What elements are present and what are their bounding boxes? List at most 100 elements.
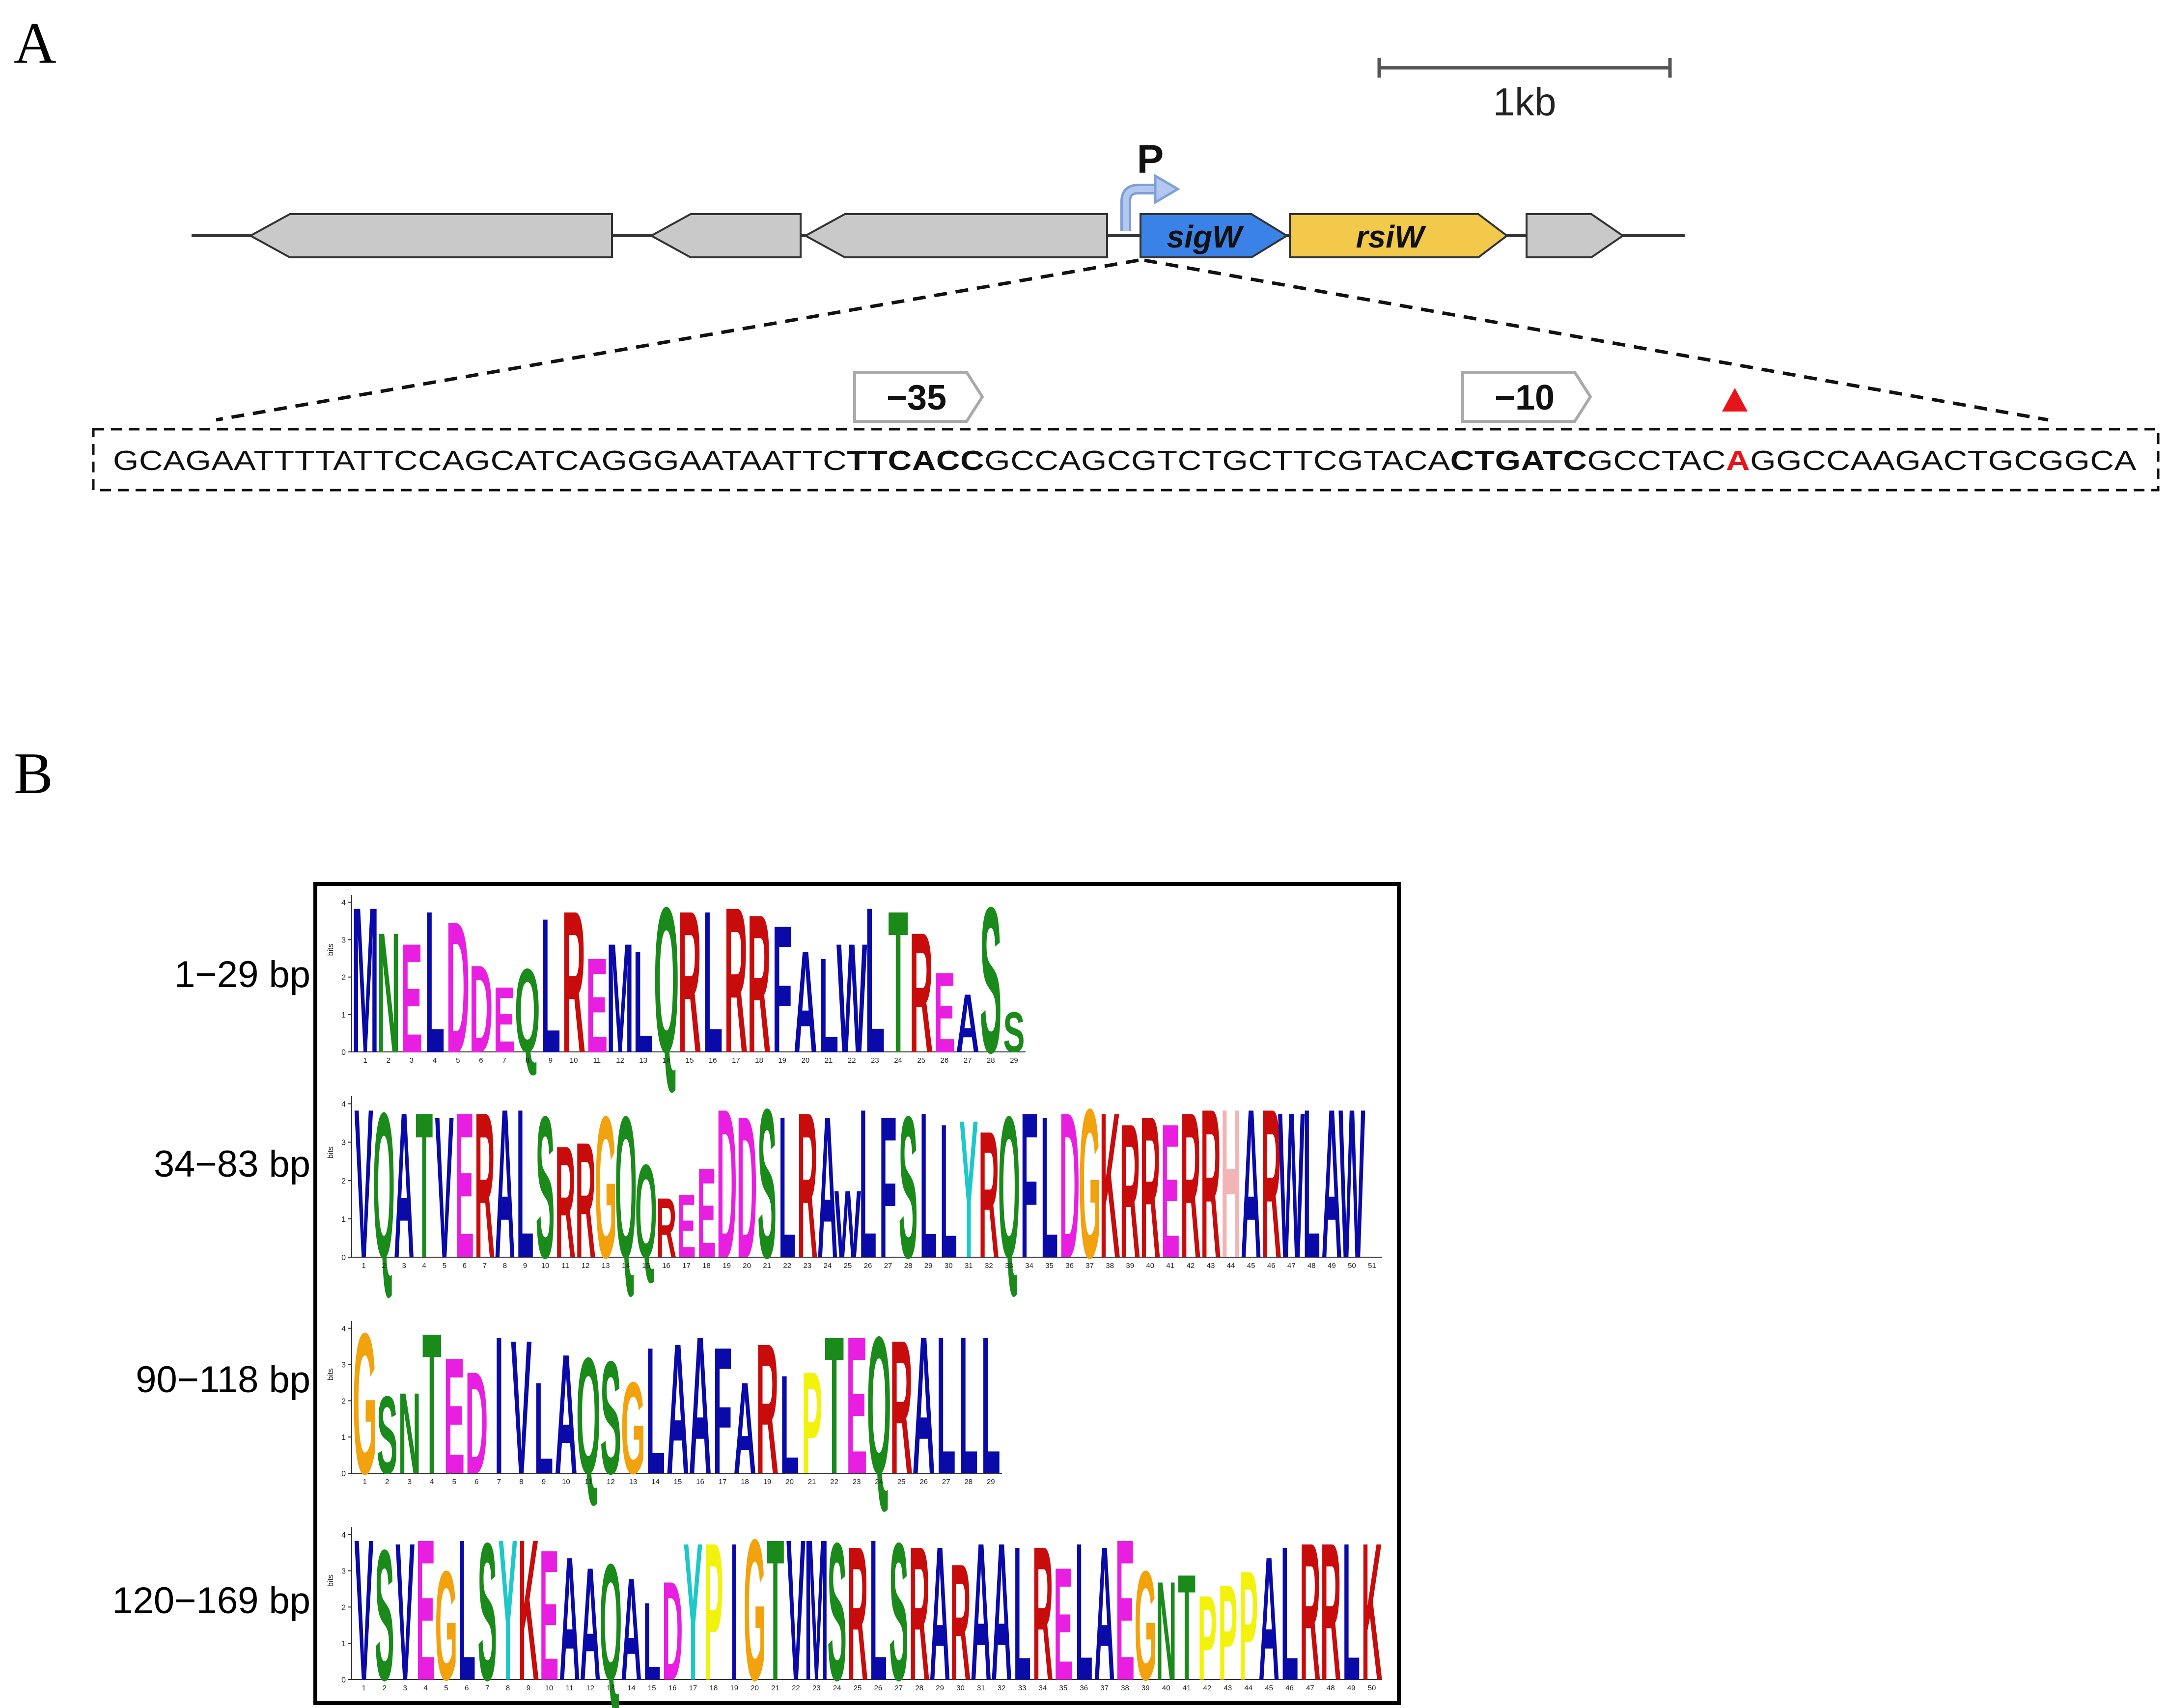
logo-letter: A xyxy=(555,1319,577,1511)
logo-letter: R xyxy=(950,1530,971,1708)
logo-x-tick-label: 49 xyxy=(1328,1262,1336,1270)
logo-x-tick-label: 9 xyxy=(527,1684,530,1692)
logo-letter: L xyxy=(959,1295,978,1515)
logo-x-tick-label: 10 xyxy=(570,1056,578,1065)
logo-x-tick-label: 20 xyxy=(802,1056,810,1065)
logo-letter: Q xyxy=(600,1530,622,1708)
logo-letter: R xyxy=(656,1181,677,1275)
logo-letter: E xyxy=(444,1323,465,1509)
logo-letter: W xyxy=(834,1171,861,1278)
logo-letter: E xyxy=(1115,1498,1135,1708)
logo-x-tick-label: 10 xyxy=(562,1478,570,1486)
logo-x-tick-label: 4 xyxy=(433,1056,437,1065)
logo-x-tick-label: 23 xyxy=(871,1056,879,1065)
logo-x-tick-label: 29 xyxy=(987,1478,995,1486)
logo-x-tick-label: 25 xyxy=(854,1684,862,1692)
logo-letter: A xyxy=(580,1534,600,1708)
gene-label-rsiw: rsiW xyxy=(1356,219,1426,254)
logo-letter: L xyxy=(541,879,560,1093)
logo-letter: R xyxy=(1140,1075,1161,1300)
logo-x-tick-label: 43 xyxy=(1224,1684,1232,1692)
logo-y-tick-label: 3 xyxy=(341,1139,346,1147)
logo-letter: Q xyxy=(373,1069,395,1301)
logo-letter: T xyxy=(767,1498,784,1708)
logo-x-tick-label: 47 xyxy=(1287,1262,1296,1270)
seq-part-minus10: CTGATC xyxy=(1450,445,1587,476)
logo-letter: Y xyxy=(499,1498,518,1708)
logo-letter: G xyxy=(435,1539,458,1708)
gene-arrow-6 xyxy=(1526,213,1625,258)
gene-arrow-rsiw xyxy=(1289,213,1509,258)
logo-letter: S xyxy=(478,1502,497,1708)
logo-letter: E xyxy=(401,910,422,1085)
logo-letter: R xyxy=(890,1300,913,1514)
logo-letter: M xyxy=(607,910,634,1085)
logo-x-tick-label: 23 xyxy=(853,1478,861,1486)
logo-x-tick-label: 8 xyxy=(506,1684,510,1692)
logo-x-tick-label: 42 xyxy=(1187,1262,1195,1270)
logo-row-label-2: 34−83 bp xyxy=(154,1143,310,1185)
logo-x-tick-label: 28 xyxy=(915,1684,923,1692)
tss-marker-icon xyxy=(1722,388,1748,412)
logo-y-tick-label: 4 xyxy=(341,1101,346,1109)
logo-letter: S xyxy=(889,1502,908,1708)
zoom-line-right xyxy=(1144,258,2049,422)
logo-x-tick-label: 13 xyxy=(607,1684,615,1692)
logo-letter: F xyxy=(1021,1069,1038,1301)
logo-letter: L xyxy=(633,921,653,1083)
logo-x-tick-label: 43 xyxy=(1207,1262,1215,1270)
logo-letter: S xyxy=(377,1374,398,1497)
logo-x-tick-label: 19 xyxy=(778,1056,786,1065)
logo-letter: E xyxy=(934,949,955,1076)
logo-letter: L xyxy=(425,868,445,1095)
logo-letter: L xyxy=(643,1579,661,1703)
panel-label-a: A xyxy=(14,10,56,76)
logo-x-tick-label: 36 xyxy=(1065,1262,1074,1270)
logo-x-tick-label: 44 xyxy=(1227,1262,1235,1270)
logo-letter: I xyxy=(495,1295,503,1515)
logo-x-tick-label: 15 xyxy=(642,1262,650,1270)
logo-x-tick-label: 23 xyxy=(812,1684,821,1692)
logo-letter: A xyxy=(394,1069,415,1301)
logo-y-tick-label: 1 xyxy=(341,1215,346,1224)
logo-letter: L xyxy=(981,1295,1001,1515)
logo-letter: L xyxy=(1342,1502,1360,1708)
logo-x-tick-label: 28 xyxy=(904,1262,913,1270)
logo-letter: D xyxy=(717,1064,737,1302)
logo-letter: F xyxy=(880,1075,897,1300)
logo-y-tick-label: 2 xyxy=(341,1397,346,1405)
logo-letter: V xyxy=(395,1502,415,1708)
logo-x-tick-label: 9 xyxy=(542,1478,546,1486)
logo-letter: F xyxy=(773,888,792,1091)
logo-letter: P xyxy=(1239,1539,1258,1708)
logo-x-tick-label: 21 xyxy=(771,1684,779,1692)
logo-frame xyxy=(313,882,1401,1705)
logo-x-tick-label: 15 xyxy=(674,1478,682,1486)
seq-part-tss: A xyxy=(1726,445,1750,476)
logo-letter: Q xyxy=(654,865,679,1097)
logo-letter: A xyxy=(1241,1064,1261,1302)
logo-letter: R xyxy=(756,1305,779,1513)
logo-x-tick-label: 51 xyxy=(1368,1262,1376,1270)
logo-y-tick-label: 4 xyxy=(341,1531,346,1540)
logo-letter: L xyxy=(780,1347,799,1504)
logo-x-tick-label: 16 xyxy=(709,1056,717,1065)
logo-x-tick-label: 24 xyxy=(833,1684,841,1692)
logo-x-tick-label: 41 xyxy=(1167,1262,1175,1270)
logo-x-tick-label: 30 xyxy=(945,1262,953,1270)
logo-x-tick-label: 14 xyxy=(622,1262,630,1270)
logo-x-tick-label: 46 xyxy=(1267,1262,1276,1270)
logo-letter: R xyxy=(1300,1502,1320,1708)
logo-y-tick-label: 2 xyxy=(341,1177,346,1185)
logo-x-tick-label: 26 xyxy=(919,1478,928,1486)
logo-x-tick-label: 25 xyxy=(844,1262,852,1270)
logo-letter: L xyxy=(1075,1502,1093,1708)
logo-letter: E xyxy=(455,1069,474,1301)
logo-x-tick-label: 32 xyxy=(998,1684,1006,1692)
logo-letter: P xyxy=(704,1502,723,1708)
logo-letter: R xyxy=(748,874,771,1094)
logo-letter: A xyxy=(817,1075,838,1300)
